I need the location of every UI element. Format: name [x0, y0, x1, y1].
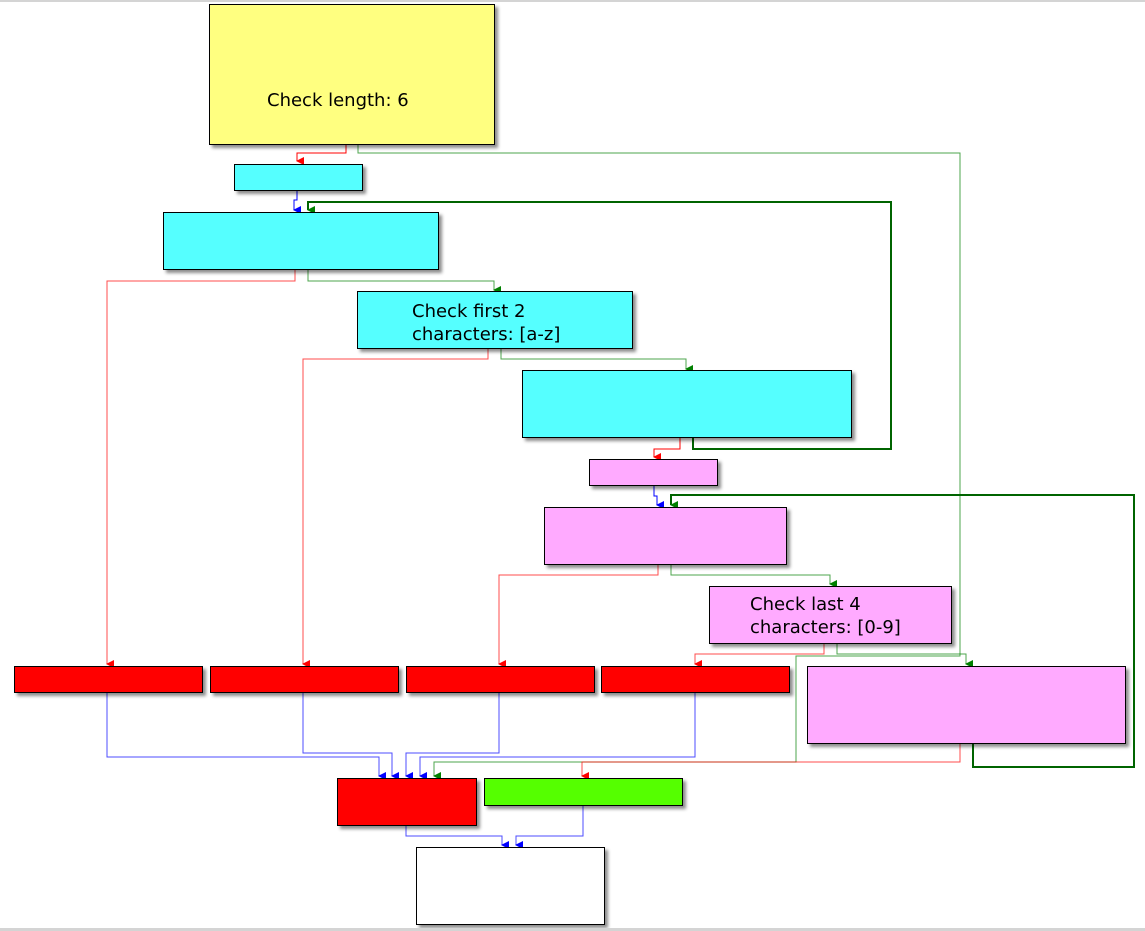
edge-fail3-to-failmain: [405, 693, 500, 780]
edge-b7-to-fail4: [694, 644, 825, 668]
edge-success-to-exit: [515, 806, 584, 849]
edge-b8-to-success: [581, 744, 961, 780]
block-check-first[interactable]: [357, 291, 633, 349]
block-loop2-body[interactable]: [807, 666, 1126, 744]
edge-b5-to-b6: [653, 486, 664, 509]
edge-b6-to-b7: [670, 565, 837, 588]
edge-b4-to-b5: [653, 438, 681, 461]
block-fail-2[interactable]: [210, 666, 399, 693]
block-fail-3[interactable]: [406, 666, 595, 693]
edge-b4-loop-back: [307, 201, 892, 450]
edge-fail1-to-failmain: [106, 693, 386, 780]
block-fail-4[interactable]: [601, 666, 790, 693]
edge-fail2-to-failmain: [302, 693, 399, 780]
block-init-loop1[interactable]: [234, 164, 363, 191]
edge-b7-to-b8: [836, 644, 973, 668]
edge-failmain-to-exit: [405, 826, 509, 849]
edge-b6-to-fail3: [498, 565, 659, 668]
check-last-label-line1: Check last 4: [750, 594, 861, 615]
edge-b1-to-b2: [293, 191, 301, 214]
check-first-label-line1: Check first 2: [412, 301, 525, 322]
edge-b8-loop-back: [670, 494, 1135, 768]
block-exit[interactable]: [416, 847, 605, 925]
edge-entry-to-b1: [296, 145, 347, 165]
edge-b2-to-b3: [307, 270, 501, 294]
block-check-length[interactable]: [209, 4, 495, 145]
block-fail-main[interactable]: [337, 778, 477, 826]
check-first-label-line2: characters: [a-z]: [412, 324, 560, 345]
block-init-loop2[interactable]: [589, 459, 718, 486]
block-check-last[interactable]: [709, 586, 952, 644]
block-loop1-head[interactable]: [163, 212, 439, 270]
block-loop2-head[interactable]: [544, 507, 787, 565]
block-fail-1[interactable]: [14, 666, 203, 693]
window-bottom-border: [0, 928, 1145, 931]
edge-b3-to-b4: [500, 349, 693, 373]
block-success[interactable]: [484, 778, 683, 806]
edge-entry-to-fail: [357, 145, 961, 780]
check-last-label-line2: characters: [0-9]: [750, 617, 901, 638]
block-loop1-body[interactable]: [522, 370, 852, 438]
edge-fail4-to-failmain: [419, 693, 696, 780]
window-top-border: [0, 0, 1145, 2]
check-length-label: Check length: 6: [267, 90, 409, 111]
edge-b2-to-fail1: [106, 270, 296, 668]
edge-b3-to-fail2: [302, 349, 489, 668]
